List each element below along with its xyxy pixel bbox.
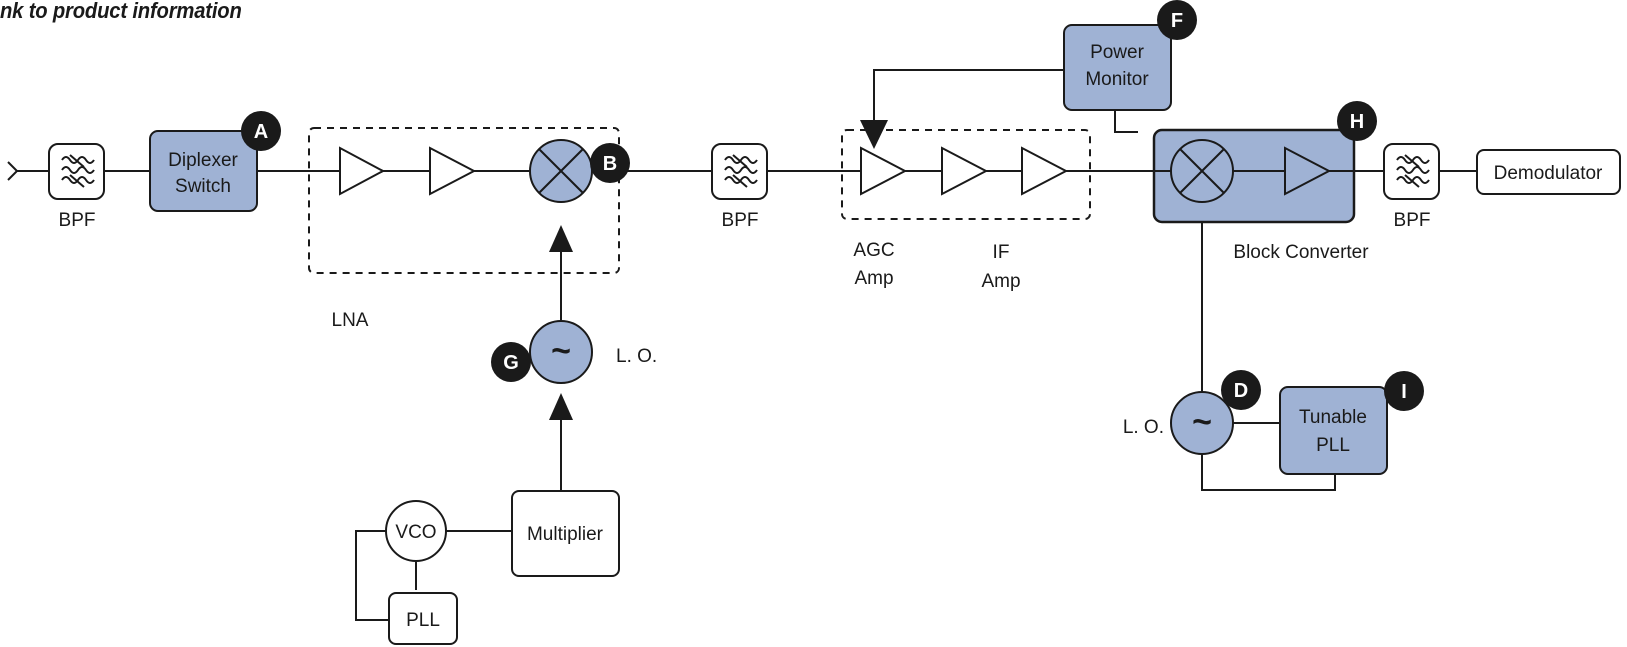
bpf-filter-2	[711, 143, 768, 200]
lna-label: LNA	[332, 310, 369, 331]
vco-label: VCO	[395, 522, 436, 543]
badge-f: F	[1157, 0, 1197, 40]
demodulator-block: Demodulator	[1476, 149, 1621, 195]
arrow-up-icon	[549, 225, 573, 252]
if-amp-label: IF	[993, 242, 1010, 263]
svg-text:D: D	[1234, 380, 1248, 402]
monitor-label: Monitor	[1085, 69, 1149, 90]
badge-a: A	[241, 111, 281, 151]
oscillator-icon: ~	[1192, 403, 1212, 441]
multiplier-label: Multiplier	[527, 524, 604, 545]
svg-text:B: B	[603, 153, 617, 175]
bpf-filter-3	[1383, 143, 1440, 200]
local-oscillator-d: ~	[1170, 391, 1234, 455]
svg-text:G: G	[503, 352, 519, 374]
mixer-icon	[529, 139, 593, 203]
switch-label: Switch	[175, 176, 231, 197]
vco-block: VCO	[385, 500, 447, 562]
diplexer-label: Diplexer	[168, 150, 238, 171]
block-converter-amplifier-icon	[1284, 146, 1332, 196]
pll-label: PLL	[406, 610, 440, 631]
amp-group-outline	[841, 129, 1091, 220]
product-info-link[interactable]: nk to product information	[0, 0, 242, 23]
lna-amplifier-icon	[429, 146, 477, 196]
if-amp-label: Amp	[981, 271, 1020, 292]
svg-text:I: I	[1401, 381, 1407, 403]
if-amplifier-icon	[941, 146, 989, 196]
pll-label: PLL	[1316, 435, 1350, 456]
local-oscillator-g: ~	[529, 320, 593, 384]
badge-h: H	[1337, 101, 1377, 141]
lo-label: L. O.	[616, 346, 657, 367]
bpf-label: BPF	[1394, 210, 1431, 231]
tunable-pll-block: Tunable PLL	[1279, 386, 1388, 475]
badge-b: B	[590, 143, 630, 183]
lo-label: L. O.	[1123, 417, 1164, 438]
block-converter-label: Block Converter	[1233, 242, 1369, 263]
agc-amp-label: AGC	[853, 240, 894, 261]
oscillator-icon: ~	[551, 332, 571, 370]
svg-text:F: F	[1171, 10, 1183, 32]
bpf-label: BPF	[722, 210, 759, 231]
badge-i: I	[1384, 371, 1424, 411]
bpf-label: BPF	[59, 210, 96, 231]
pll-block: PLL	[388, 592, 458, 645]
bpf-filter-1	[48, 143, 105, 200]
power-label: Power	[1090, 42, 1145, 63]
badge-g: G	[491, 342, 531, 382]
svg-text:A: A	[254, 121, 268, 143]
tunable-label: Tunable	[1299, 407, 1367, 428]
agc-amp-label: Amp	[854, 268, 893, 289]
diplexer-switch-block: Diplexer Switch	[149, 130, 258, 212]
badge-d: D	[1221, 370, 1261, 410]
lna-group-outline	[308, 127, 620, 274]
agc-amplifier-icon	[860, 146, 908, 196]
lna-amplifier-icon	[339, 146, 386, 196]
if-amplifier-icon	[1021, 146, 1069, 196]
demodulator-label: Demodulator	[1494, 163, 1603, 184]
block-converter-mixer-icon	[1170, 139, 1234, 203]
svg-text:H: H	[1350, 111, 1364, 133]
arrow-up-icon	[549, 393, 573, 420]
arrow-down-icon	[860, 120, 888, 149]
power-monitor-block: Power Monitor	[1063, 24, 1172, 111]
multiplier-block: Multiplier	[511, 490, 620, 577]
